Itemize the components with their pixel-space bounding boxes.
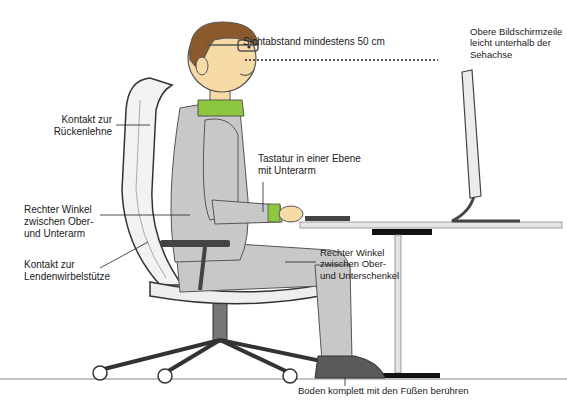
annotation-label: Rechter Winkel zwischen Ober- und Untera…	[24, 204, 102, 240]
annotation-label: Kontakt zur Rückenlehne	[46, 114, 112, 138]
annotation-label: Boden komplett mit den Füßen berühren	[298, 385, 538, 396]
desk-part	[372, 229, 432, 235]
office-chair-part	[220, 340, 290, 373]
monitor-part	[452, 196, 520, 221]
office-chair-part	[165, 340, 220, 373]
person-part	[198, 100, 244, 116]
person-part	[268, 204, 280, 222]
leader-lines-part	[116, 125, 150, 126]
office-chair-part	[213, 300, 227, 342]
annotation-label: Rechter Winkel zwischen Ober- und Unters…	[320, 247, 404, 281]
annotation-label: Kontakt zur Lendenwirbelstütze	[24, 259, 116, 283]
monitor-part	[462, 70, 481, 198]
office-chair-part	[136, 100, 166, 278]
leader-lines	[100, 60, 438, 386]
person	[160, 22, 385, 378]
leader-lines-part	[100, 215, 190, 216]
office-chair-part	[158, 369, 172, 383]
person-part	[171, 104, 248, 262]
person-part	[212, 200, 282, 224]
annotation-label: Sichtabstand mindestens 50 cm	[243, 36, 443, 48]
keyboard	[305, 216, 350, 221]
leader-lines-part	[100, 242, 148, 268]
person-part	[315, 356, 385, 378]
leader-lines-part	[345, 378, 346, 386]
desk-part	[395, 235, 401, 373]
annotation-label: Obere Bildschirmzeile leicht unterhalb d…	[470, 26, 567, 60]
person-part	[279, 206, 303, 222]
desk-part	[300, 222, 562, 228]
leader-lines-part	[263, 182, 264, 212]
leader-lines-part	[245, 59, 438, 61]
office-chair-part	[283, 369, 297, 383]
office-chair	[93, 78, 352, 383]
leader-lines-part	[285, 262, 316, 263]
person-part	[200, 247, 205, 290]
annotation-label: Tastatur in einer Ebene mit Unterarm	[258, 153, 370, 177]
person-part	[240, 70, 254, 75]
person-part	[196, 57, 208, 75]
office-chair-part	[93, 366, 107, 380]
monitor	[452, 70, 520, 221]
person-part	[160, 240, 230, 247]
desk	[300, 222, 562, 378]
office-chair-part	[100, 340, 220, 370]
